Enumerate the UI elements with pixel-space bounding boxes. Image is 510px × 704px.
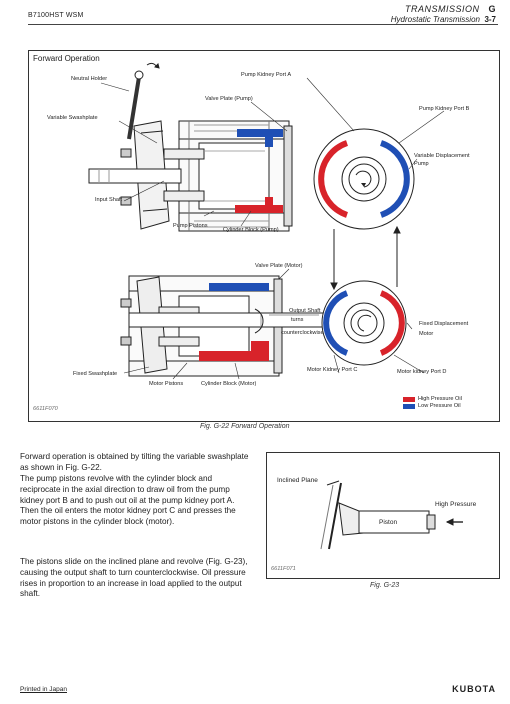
motor-kidney-plate (321, 280, 407, 366)
page-number: 3-7 (484, 15, 496, 24)
label-fixed-displacement: Fixed Displacement (419, 321, 469, 327)
inclined-plane-diagram (320, 480, 463, 550)
label-variable-displacement-pump: Pump (414, 161, 429, 167)
label-pump-kidney-a: Pump Kidney Port A (241, 72, 292, 78)
label-inclined-plane: Inclined Plane (277, 477, 318, 484)
label-variable-displacement: Variable Displacement (414, 153, 470, 159)
label-output-shaft: Output Shaft (289, 308, 321, 314)
label-fixed-displacement-motor: Motor (419, 331, 434, 337)
motor-low-pressure-passage (209, 283, 269, 291)
label-output-shaft-turns: turns (291, 317, 304, 323)
figure-g22-caption: Fig. G-22 Forward Operation (200, 423, 290, 430)
legend-high-swatch (403, 397, 415, 402)
figure-g23-caption: Fig. G-23 (370, 582, 400, 589)
label-input-shaft: Input Shaft (95, 197, 123, 203)
section-name: TRANSMISSION (404, 4, 480, 14)
footer-brand-logo: KUBOTA (452, 684, 496, 694)
forward-operation-diagram (88, 62, 445, 409)
section-title: TRANSMISSION G (405, 4, 496, 14)
label-valve-plate-pump: Valve Plate (Pump) (205, 96, 253, 102)
manual-model: B7100HST WSM (28, 12, 84, 19)
figure-g23-ref-code: 6611F071 (271, 566, 296, 572)
figure-g23: Inclined Plane High Pressure Piston 6611… (266, 452, 500, 579)
paragraph-1: Forward operation is obtained by tilting… (20, 452, 249, 472)
label-pump-kidney-b: Pump Kidney Port B (419, 106, 470, 112)
label-cylinder-block-pump: Cylinder Block (Pump) (223, 227, 279, 233)
paragraph-2: The pump pistons revolve with the cylind… (20, 474, 236, 527)
header-rule (28, 24, 498, 25)
motor-assembly (120, 275, 360, 377)
subsection-name: Hydrostatic Transmission (390, 15, 480, 24)
label-cylinder-block-motor: Cylinder Block (Motor) (201, 381, 257, 387)
motor-high-pressure-passage (199, 351, 269, 361)
pump-kidney-plate (313, 128, 415, 230)
label-valve-plate-motor: Valve Plate (Motor) (255, 263, 303, 269)
label-fixed-swashplate: Fixed Swashplate (73, 371, 118, 377)
legend-high-pressure: High Pressure Oil (418, 396, 462, 402)
pump-high-pressure-passage (235, 205, 283, 213)
legend-low-swatch (403, 404, 415, 409)
label-motor-kidney-c: Motor Kidney Port C (307, 367, 358, 373)
label-motor-kidney-d: Motor kidney Port D (397, 369, 447, 375)
label-pump-pistons: Pump Pistons (173, 223, 208, 229)
subsection-title: Hydrostatic Transmission 3-7 (391, 15, 496, 24)
label-variable-swashplate: Variable Swashplate (47, 115, 98, 121)
figure-g22: Forward Operation (28, 50, 500, 422)
label-neutral-holder: Neutral Holder (71, 76, 108, 82)
pump-low-pressure-passage (237, 129, 283, 137)
legend-low-pressure: Low Pressure Oil (418, 403, 461, 409)
label-motor-pistons: Motor Pistons (149, 381, 184, 387)
paragraph-3: The pistons slide on the inclined plane … (20, 557, 248, 599)
figure-ref-code: 6611F070 (33, 406, 58, 412)
label-piston: Piston (379, 519, 398, 526)
section-letter: G (488, 4, 496, 14)
figure-title: Forward Operation (33, 54, 100, 63)
label-high-pressure: High Pressure (435, 501, 477, 508)
footer-printed: Printed in Japan (20, 686, 67, 693)
label-output-shaft-ccw: counterclockwise (281, 330, 324, 336)
pump-assembly (88, 62, 293, 232)
